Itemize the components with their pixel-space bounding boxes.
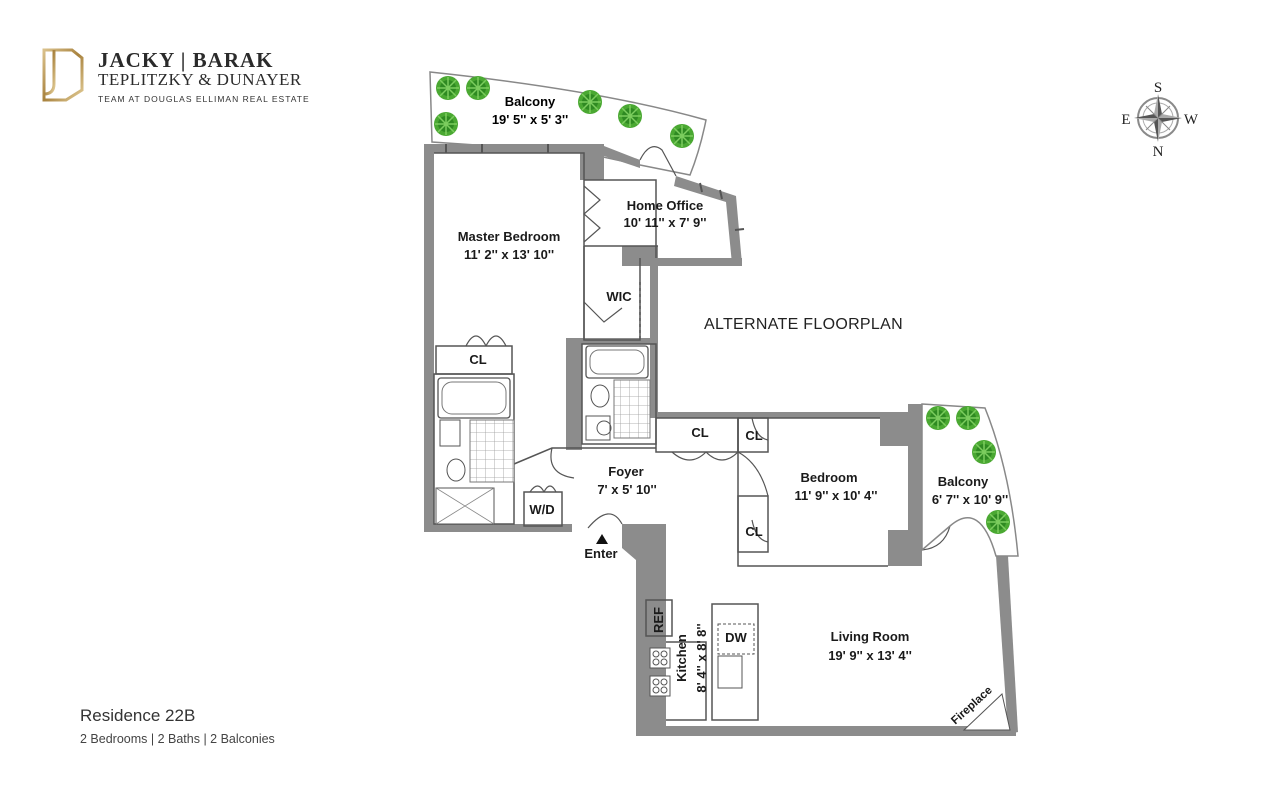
home-office-size: 10' 11'' x 7' 9'' xyxy=(624,215,707,230)
washer-dryer-label: W/D xyxy=(529,502,554,517)
residence-summary: 2 Bedrooms | 2 Baths | 2 Balconies xyxy=(80,732,275,746)
bedroom-name: Bedroom xyxy=(800,470,857,485)
brand-logo: JACKY | BARAK TEPLITZKY & DUNAYER TEAM A… xyxy=(36,44,316,108)
plan-label: ALTERNATE FLOORPLAN xyxy=(704,316,903,333)
residence-info: Residence 22B 2 Bedrooms | 2 Baths | 2 B… xyxy=(80,706,275,746)
bedroom-size: 11' 9'' x 10' 4'' xyxy=(795,488,878,503)
plant-icon xyxy=(435,75,461,101)
master-bedroom-size: 11' 2'' x 13' 10'' xyxy=(464,247,554,262)
compass-north-label: N xyxy=(1153,144,1164,160)
dishwasher-box xyxy=(717,623,755,655)
master-closet-label: CL xyxy=(469,352,486,367)
toilet-icon xyxy=(446,458,466,482)
brand-name-line-2: TEPLITZKY & DUNAYER xyxy=(98,70,302,89)
tile-floor xyxy=(469,419,515,483)
plant-icon xyxy=(577,89,603,115)
enter-arrow-icon xyxy=(596,534,608,544)
balcony-top-size: 19' 5'' x 5' 3'' xyxy=(492,112,568,127)
bathtub-basin xyxy=(441,381,507,415)
plant-icon xyxy=(955,405,981,431)
plant-icon xyxy=(971,439,997,465)
plant-icon xyxy=(465,75,491,101)
brand-monogram-icon xyxy=(42,48,84,102)
balcony-right-size: 6' 7'' x 10' 9'' xyxy=(932,492,1008,507)
bedroom-closet-bottom-label: CL xyxy=(745,524,762,539)
window-ticks xyxy=(445,144,745,231)
kitchen-size-label: 8' 4'' x 8' 8'' xyxy=(694,623,709,692)
brand-name-line-1: JACKY | BARAK xyxy=(98,48,274,72)
balcony-top-name: Balcony xyxy=(505,94,556,109)
toilet-icon xyxy=(590,384,610,408)
bathtub-icon xyxy=(437,377,511,419)
compass-east-label: E xyxy=(1121,112,1130,128)
compass-icon xyxy=(1134,94,1182,142)
bathtub-icon xyxy=(585,345,649,379)
dishwasher-label: DW xyxy=(725,630,747,645)
stove-icon xyxy=(649,647,671,669)
plant-icon xyxy=(617,103,643,129)
balcony-top-outline xyxy=(429,71,707,176)
door-swings xyxy=(465,146,951,551)
master-bedroom-name: Master Bedroom xyxy=(458,229,561,244)
compass-south-label: S xyxy=(1154,80,1162,96)
sink-icon xyxy=(439,419,461,447)
fireplace-box xyxy=(962,693,1011,731)
compass-west-label: W xyxy=(1184,112,1199,128)
foyer-name: Foyer xyxy=(608,464,643,479)
residence-title: Residence 22B xyxy=(80,706,196,725)
tile-floor xyxy=(613,379,651,439)
plant-icon xyxy=(669,123,695,149)
refrigerator-label: REF xyxy=(651,607,666,633)
kitchen-label: Kitchen xyxy=(674,634,689,682)
wic-label: WIC xyxy=(606,289,632,304)
sink-icon xyxy=(585,415,611,441)
foyer-size: 7' x 5' 10'' xyxy=(597,482,656,497)
living-room-size: 19' 9'' x 13' 4'' xyxy=(828,648,912,663)
kitchen-sink-icon xyxy=(717,655,743,689)
plant-icon xyxy=(433,111,459,137)
home-office-name: Home Office xyxy=(627,198,704,213)
brand-tagline: TEAM AT DOUGLAS ELLIMAN REAL ESTATE xyxy=(98,94,310,104)
balcony-right-name: Balcony xyxy=(938,474,989,489)
living-room-name: Living Room xyxy=(831,629,910,644)
hall-closet-label: CL xyxy=(691,425,708,440)
enter-label: Enter xyxy=(584,546,617,561)
bedroom-closet-top-label: CL xyxy=(745,428,762,443)
plant-icon xyxy=(925,405,951,431)
plant-icon xyxy=(985,509,1011,535)
stove-icon xyxy=(649,675,671,697)
